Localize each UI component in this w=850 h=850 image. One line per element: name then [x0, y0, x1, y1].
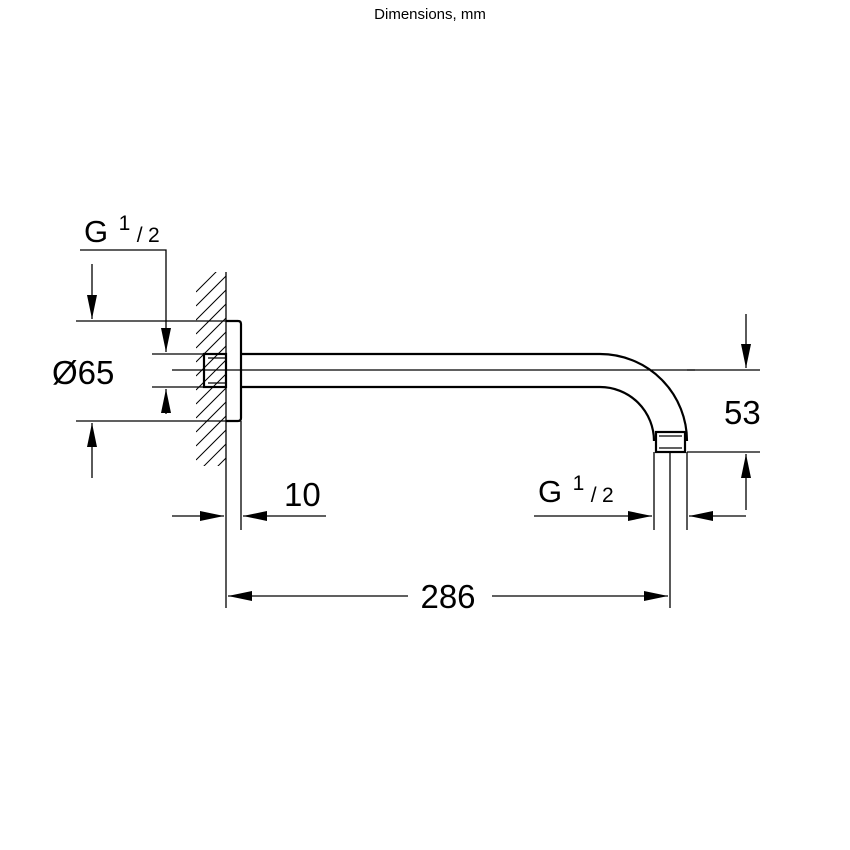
drawing-title: Dimensions, mm: [374, 6, 486, 23]
hatch-line: [196, 373, 226, 405]
height-dimension: 53: [687, 314, 761, 510]
offset-label: 10: [284, 476, 321, 513]
length-dimension: 286: [225, 452, 671, 615]
offset-dimension: 10: [172, 421, 326, 530]
hatch-line: [196, 331, 226, 363]
diameter-dimension: Ø65: [52, 264, 226, 478]
hatch-line: [203, 443, 226, 466]
hatch-line: [196, 275, 226, 307]
wall-hatching: [196, 272, 226, 502]
thread-label-left: G 1 / 2: [84, 212, 160, 249]
hatch-line: [196, 472, 226, 502]
wall: [196, 272, 227, 502]
hatch-line: [196, 317, 226, 349]
thread-callout-right: G 1 / 2: [534, 452, 746, 530]
hatch-line: [196, 359, 226, 391]
hatch-line: [196, 387, 226, 419]
shower-arm-pipe: [172, 352, 695, 442]
hatch-line: [217, 457, 226, 466]
hatch-line: [196, 401, 226, 433]
length-label: 286: [420, 578, 475, 615]
thread-callout-left: G 1 / 2: [80, 212, 204, 414]
hatch-line: [196, 303, 226, 335]
hatch-line: [196, 289, 226, 321]
diameter-label: Ø65: [52, 354, 114, 391]
wall-flange: [226, 319, 243, 423]
hatch-line: [196, 272, 217, 293]
hatch-line: [196, 429, 226, 461]
thread-label-right: G 1 / 2: [538, 472, 614, 509]
hatch-line: [196, 345, 226, 377]
height-label: 53: [724, 394, 761, 431]
outlet-nipple: [654, 430, 687, 454]
